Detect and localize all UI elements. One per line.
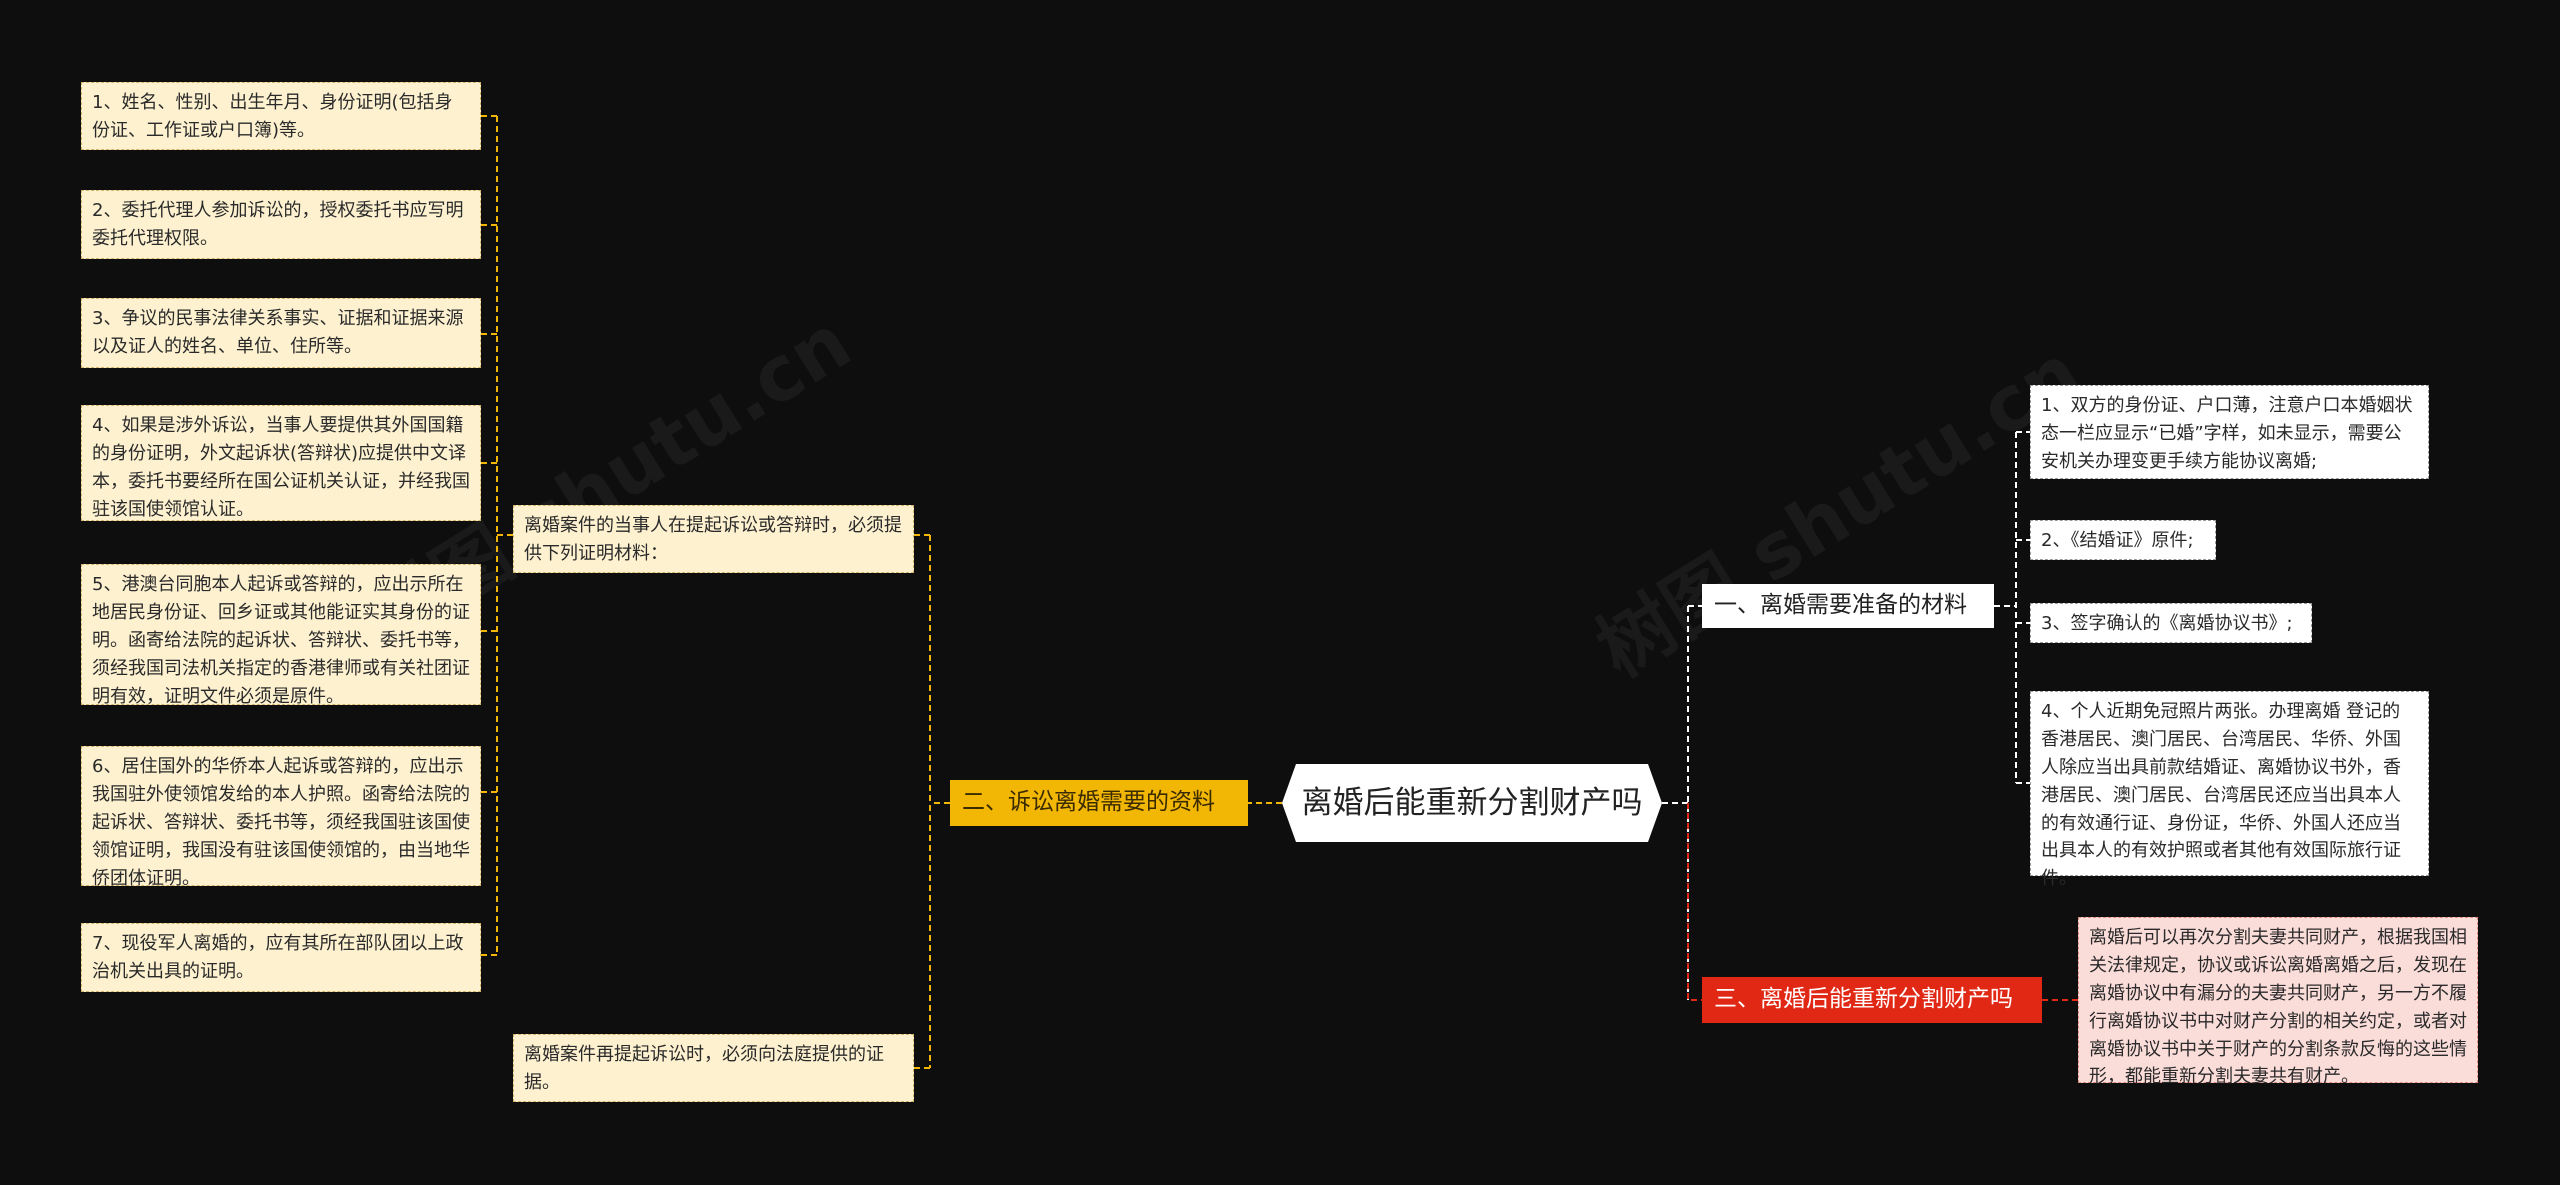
- list-item[interactable]: 1、姓名、性别、出生年月、身份证明(包括身份证、工作证或户口簿)等。: [81, 82, 481, 150]
- sub-topic-label: 离婚案件再提起诉讼时，必须向法庭提供的证据。: [524, 1044, 884, 1093]
- list-item[interactable]: 离婚后可以再次分割夫妻共同财产，根据我国相关法律规定，协议或诉讼离婚离婚之后，发…: [2078, 917, 2478, 1087]
- item-text: 1、姓名、性别、出生年月、身份证明(包括身份证、工作证或户口簿)等。: [92, 92, 453, 141]
- item-text: 3、签字确认的《离婚协议书》;: [2041, 613, 2293, 634]
- branch-label: 三、离婚后能重新分割财产吗: [1714, 986, 2013, 1013]
- item-text: 6、居住国外的华侨本人起诉或答辩的，应出示我国驻外使领馆发给的本人护照。函寄给法…: [92, 756, 470, 889]
- sub-topic-re-litigation[interactable]: 离婚案件再提起诉讼时，必须向法庭提供的证据。: [513, 1034, 914, 1102]
- branch-litigation-materials[interactable]: 二、诉讼离婚需要的资料: [950, 780, 1248, 826]
- branch-label: 二、诉讼离婚需要的资料: [962, 789, 1215, 816]
- item-text: 1、双方的身份证、户口薄，注意户口本婚姻状态一栏应显示“已婚”字样，如未显示，需…: [2041, 395, 2413, 472]
- branch-redivide-property[interactable]: 三、离婚后能重新分割财产吗: [1702, 977, 2042, 1023]
- branch-required-materials[interactable]: 一、离婚需要准备的材料: [1702, 584, 1994, 628]
- sub-topic-label: 离婚案件的当事人在提起诉讼或答辩时，必须提供下列证明材料：: [524, 515, 902, 564]
- list-item[interactable]: 4、如果是涉外诉讼，当事人要提供其外国国籍的身份证明，外文起诉状(答辩状)应提供…: [81, 405, 481, 521]
- item-text: 7、现役军人离婚的，应有其所在部队团以上政治机关出具的证明。: [92, 933, 464, 982]
- list-item[interactable]: 4、个人近期免冠照片两张。办理离婚 登记的香港居民、澳门居民、台湾居民、华侨、外…: [2030, 691, 2429, 889]
- item-text: 3、争议的民事法律关系事实、证据和证据来源以及证人的姓名、单位、住所等。: [92, 308, 464, 357]
- item-text: 离婚后可以再次分割夫妻共同财产，根据我国相关法律规定，协议或诉讼离婚离婚之后，发…: [2089, 927, 2467, 1088]
- list-item[interactable]: 3、签字确认的《离婚协议书》;: [2030, 603, 2312, 643]
- central-topic[interactable]: 离婚后能重新分割财产吗: [1282, 764, 1662, 842]
- item-text: 5、港澳台同胞本人起诉或答辩的，应出示所在地居民身份证、回乡证或其他能证实其身份…: [92, 574, 470, 707]
- sub-topic-litigation-proof[interactable]: 离婚案件的当事人在提起诉讼或答辩时，必须提供下列证明材料：: [513, 505, 914, 573]
- item-text: 4、个人近期免冠照片两张。办理离婚 登记的香港居民、澳门居民、台湾居民、华侨、外…: [2041, 701, 2401, 890]
- item-text: 2、委托代理人参加诉讼的，授权委托书应写明委托代理权限。: [92, 200, 464, 249]
- list-item[interactable]: 1、双方的身份证、户口薄，注意户口本婚姻状态一栏应显示“已婚”字样，如未显示，需…: [2030, 385, 2429, 479]
- central-topic-label: 离婚后能重新分割财产吗: [1301, 784, 1643, 821]
- list-item[interactable]: 6、居住国外的华侨本人起诉或答辩的，应出示我国驻外使领馆发给的本人护照。函寄给法…: [81, 746, 481, 889]
- list-item[interactable]: 2、委托代理人参加诉讼的，授权委托书应写明委托代理权限。: [81, 190, 481, 259]
- item-text: 4、如果是涉外诉讼，当事人要提供其外国国籍的身份证明，外文起诉状(答辩状)应提供…: [92, 415, 470, 520]
- list-item[interactable]: 5、港澳台同胞本人起诉或答辩的，应出示所在地居民身份证、回乡证或其他能证实其身份…: [81, 564, 481, 707]
- item-text: 2、《结婚证》原件;: [2041, 530, 2194, 551]
- branch-label: 一、离婚需要准备的材料: [1714, 592, 1967, 619]
- list-item[interactable]: 2、《结婚证》原件;: [2030, 520, 2216, 560]
- list-item[interactable]: 7、现役军人离婚的，应有其所在部队团以上政治机关出具的证明。: [81, 923, 481, 992]
- list-item[interactable]: 3、争议的民事法律关系事实、证据和证据来源以及证人的姓名、单位、住所等。: [81, 298, 481, 368]
